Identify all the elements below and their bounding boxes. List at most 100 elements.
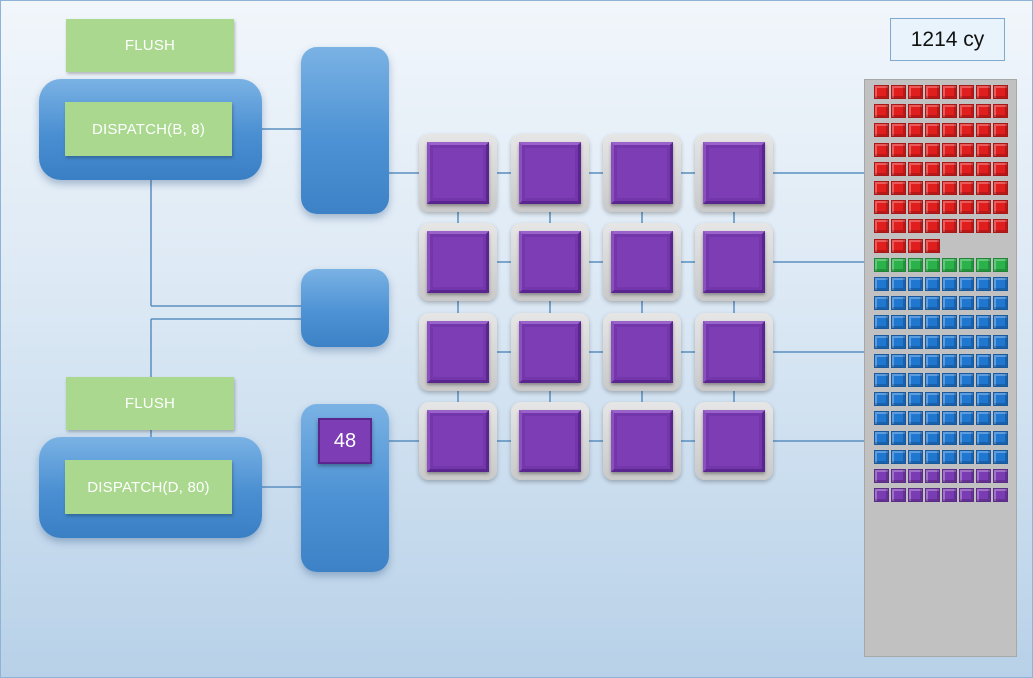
core-processor <box>427 321 489 383</box>
queue-cell <box>908 161 923 176</box>
core-tile <box>603 402 681 480</box>
queue-cell <box>993 334 1008 349</box>
queue-cell <box>925 373 940 387</box>
core-tile <box>511 402 589 480</box>
queue-cell <box>993 257 1008 272</box>
queue-cell <box>891 296 906 311</box>
queue-cell <box>993 181 1008 195</box>
queue-cell <box>993 392 1008 407</box>
queue-cell <box>993 353 1008 368</box>
queue-cell <box>874 469 889 483</box>
queue-cell <box>908 142 923 157</box>
queue-cell <box>925 181 940 195</box>
queue-cell <box>891 469 906 483</box>
queue-cell <box>891 334 906 349</box>
queue-cell <box>908 104 923 119</box>
queue-cell <box>942 411 957 426</box>
queue-cell <box>925 238 940 253</box>
queue-cell <box>908 392 923 407</box>
queue-cell <box>976 296 991 311</box>
queue-cell <box>908 219 923 234</box>
core-tile <box>419 134 497 212</box>
queue-cell <box>891 181 906 195</box>
queue-cell <box>908 373 923 387</box>
queue-cell <box>908 238 923 253</box>
queue-cell <box>874 142 889 157</box>
queue-cell <box>925 411 940 426</box>
core-tile <box>419 313 497 391</box>
queue-cell <box>942 85 957 99</box>
queue-cell <box>959 353 974 368</box>
queue-cell <box>925 430 940 445</box>
core-processor <box>519 231 581 293</box>
core-tile <box>603 313 681 391</box>
queue-cell <box>925 277 940 291</box>
queue-cell <box>976 411 991 426</box>
queue-cell <box>891 85 906 99</box>
queue-cell <box>891 373 906 387</box>
queue-cell <box>993 296 1008 311</box>
queue-cell <box>959 277 974 291</box>
queue-cell <box>993 142 1008 157</box>
queue-cell <box>891 161 906 176</box>
pending-count-badge: 48 <box>318 418 372 464</box>
core-tile <box>511 313 589 391</box>
queue-cell <box>976 85 991 99</box>
queue-cell <box>925 296 940 311</box>
queue-cell <box>925 353 940 368</box>
queue-cell <box>959 392 974 407</box>
queue-cell <box>976 488 991 503</box>
queue-cell <box>959 200 974 215</box>
queue-cell <box>959 181 974 195</box>
queue-cell <box>874 430 889 445</box>
queue-cell <box>925 449 940 464</box>
queue-cell <box>874 488 889 503</box>
queue-cell <box>925 85 940 99</box>
core-processor <box>703 231 765 293</box>
queue-cell <box>976 392 991 407</box>
core-processor <box>611 231 673 293</box>
queue-cell <box>891 200 906 215</box>
queue-cell <box>891 104 906 119</box>
queue-cell <box>891 430 906 445</box>
queue-cell <box>976 257 991 272</box>
queue-cell <box>959 161 974 176</box>
queue-cell <box>942 449 957 464</box>
queue-cell <box>874 277 889 291</box>
queue-cell <box>891 238 906 253</box>
core-tile <box>511 134 589 212</box>
queue-cell <box>908 296 923 311</box>
queue-cell <box>908 353 923 368</box>
core-processor <box>427 410 489 472</box>
core-tile <box>603 223 681 301</box>
core-tile <box>695 134 773 212</box>
queue-cell <box>976 104 991 119</box>
queue-cell <box>908 488 923 503</box>
queue-cell <box>993 104 1008 119</box>
queue-cell <box>959 449 974 464</box>
queue-cell <box>959 488 974 503</box>
queue-cell <box>891 257 906 272</box>
queue-cell <box>976 373 991 387</box>
queue-cell <box>959 469 974 483</box>
queue-cell <box>908 200 923 215</box>
queue-cell <box>874 334 889 349</box>
queue-cell <box>959 104 974 119</box>
core-tile <box>603 134 681 212</box>
queue-cell <box>942 123 957 138</box>
queue-cell <box>874 200 889 215</box>
queue-cell <box>874 123 889 138</box>
queue-cell <box>959 219 974 234</box>
queue-cell <box>959 123 974 138</box>
core-processor <box>427 142 489 204</box>
queue-cell <box>993 488 1008 503</box>
queue-cell <box>925 257 940 272</box>
queue-cell <box>942 334 957 349</box>
queue-cell <box>908 123 923 138</box>
queue-cell <box>942 200 957 215</box>
queue-cell <box>976 219 991 234</box>
queue-cell <box>908 334 923 349</box>
dispatch-bottom-label: DISPATCH(D, 80) <box>65 460 232 514</box>
queue-cell <box>942 373 957 387</box>
